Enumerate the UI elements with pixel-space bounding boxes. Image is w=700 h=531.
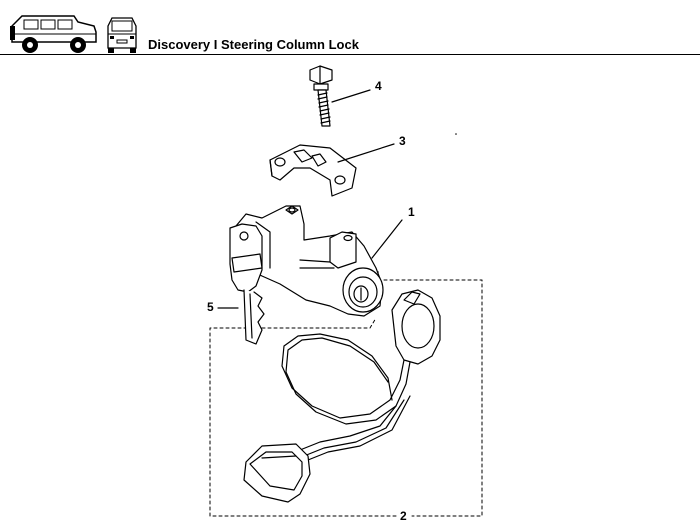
callout-key: 5	[207, 300, 214, 314]
harness-bracket	[209, 279, 483, 517]
callout-bolt: 4	[375, 79, 382, 93]
callout-lock-housing: 1	[408, 205, 415, 219]
clamp-bracket[interactable]	[269, 143, 395, 197]
callout-harness: 2	[400, 509, 407, 523]
wiring-harness[interactable]	[243, 289, 441, 517]
lock-housing[interactable]	[235, 205, 403, 317]
page-header: Discovery I Steering Column Lock	[0, 0, 700, 56]
stray-mark	[455, 133, 457, 135]
page-title: Discovery I Steering Column Lock	[148, 37, 359, 52]
bolt[interactable]	[309, 65, 371, 127]
stray-mark	[377, 271, 379, 273]
vehicle-side-view-icon[interactable]	[8, 12, 100, 56]
callout-clamp: 3	[399, 134, 406, 148]
ignition-key[interactable]	[217, 223, 265, 345]
vehicle-rear-view-icon[interactable]	[104, 14, 140, 54]
header-divider	[0, 54, 700, 55]
exploded-parts-diagram	[209, 65, 483, 517]
